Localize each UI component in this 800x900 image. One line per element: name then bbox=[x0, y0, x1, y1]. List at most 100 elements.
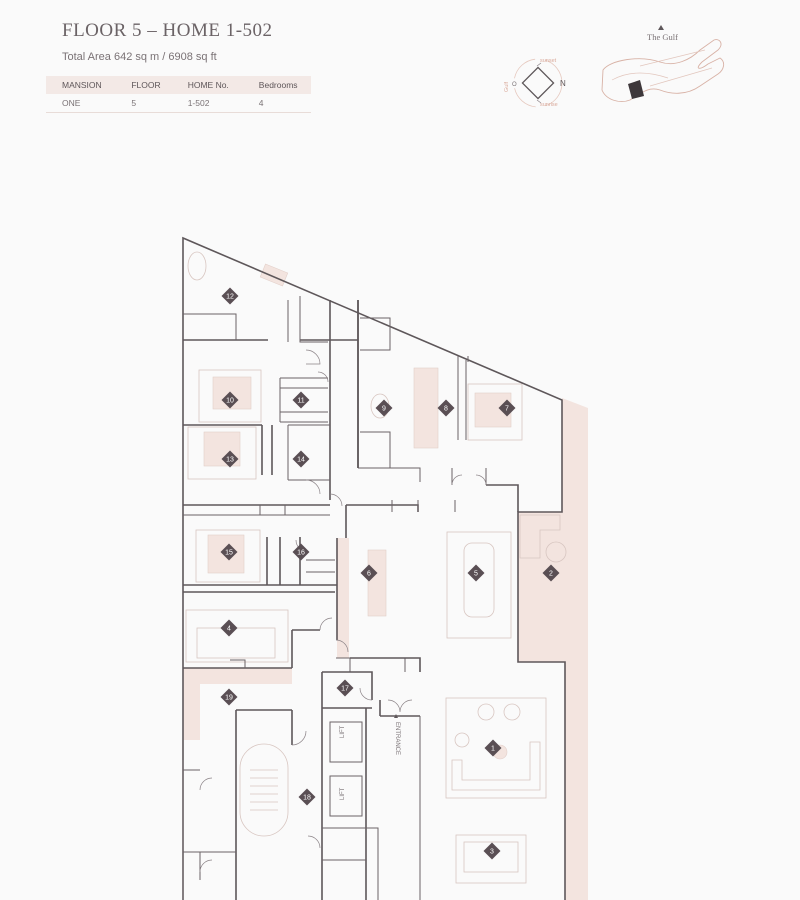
room-tag-14[interactable]: 14 bbox=[292, 450, 310, 468]
wall-kitchen-south bbox=[350, 657, 421, 672]
wall-mid-stubs bbox=[391, 500, 456, 512]
svg-text:13: 13 bbox=[226, 457, 234, 464]
specs-header-row: MANSION FLOOR HOME No. Bedrooms bbox=[46, 76, 311, 94]
armchair-1c bbox=[454, 732, 470, 748]
entrance-arrow-icon bbox=[394, 714, 398, 718]
terrace-lounger-2 bbox=[519, 514, 561, 559]
keyplan-unit-highlight bbox=[628, 80, 644, 99]
svg-text:15: 15 bbox=[225, 550, 233, 557]
furniture bbox=[185, 251, 567, 884]
door-corridor[interactable] bbox=[329, 493, 343, 507]
svg-text:14: 14 bbox=[297, 457, 305, 464]
sofa-living-1 bbox=[451, 741, 541, 791]
svg-text:12: 12 bbox=[226, 294, 234, 301]
terrace-strip-kitchen bbox=[337, 538, 349, 658]
wardrobe-11 bbox=[279, 377, 328, 423]
wall-service-west bbox=[182, 760, 236, 900]
door-11[interactable] bbox=[305, 349, 321, 365]
svg-text:18: 18 bbox=[303, 795, 311, 802]
room-tag-9[interactable]: 9 bbox=[375, 399, 393, 417]
lift-2-label: LIFT bbox=[340, 787, 346, 800]
wall-set-north-west bbox=[183, 300, 359, 500]
door-11b[interactable] bbox=[317, 371, 329, 383]
door-7[interactable] bbox=[451, 474, 487, 486]
room-tag-6[interactable]: 6 bbox=[360, 564, 378, 582]
svg-text:10: 10 bbox=[226, 398, 234, 405]
stair-treads bbox=[250, 769, 278, 811]
exterior-wall bbox=[182, 236, 566, 900]
room-tag-3[interactable]: 3 bbox=[483, 842, 501, 860]
key-plan: The Gulf bbox=[601, 25, 725, 102]
svg-text:5: 5 bbox=[474, 571, 478, 578]
gulf-arrow-icon bbox=[658, 25, 664, 30]
wall-bath-14 bbox=[287, 424, 330, 481]
compass-west-label: Gulf bbox=[504, 81, 510, 92]
rug-room-3 bbox=[455, 834, 527, 884]
total-area: Total Area 642 sq m / 6908 sq ft bbox=[62, 51, 217, 63]
door-kitchen[interactable] bbox=[335, 639, 349, 653]
room-tag-12[interactable]: 12 bbox=[221, 287, 239, 305]
room-tag-1[interactable]: 1 bbox=[484, 739, 502, 757]
terrace-room-19 bbox=[183, 668, 292, 740]
room-tag-11[interactable]: 11 bbox=[292, 391, 310, 409]
lift-2-shaft bbox=[329, 775, 363, 817]
door-14[interactable] bbox=[305, 479, 321, 495]
door-service-b[interactable] bbox=[199, 859, 213, 873]
specs-value-bedrooms: 4 bbox=[242, 94, 311, 113]
keyplan-inner-lines bbox=[611, 49, 713, 87]
door-17[interactable] bbox=[359, 687, 373, 701]
room-tag-15[interactable]: 15 bbox=[220, 543, 238, 561]
compass-sunrise-label: sunrise bbox=[540, 102, 558, 108]
rug-bedroom-13 bbox=[187, 426, 257, 480]
svg-text:11: 11 bbox=[297, 398, 304, 405]
svg-text:2: 2 bbox=[549, 571, 553, 578]
svg-text:3: 3 bbox=[490, 849, 494, 856]
svg-text:9: 9 bbox=[382, 406, 386, 413]
svg-text:4: 4 bbox=[227, 626, 231, 633]
room-tag-2[interactable]: 2 bbox=[542, 564, 560, 582]
terrace-table-2 bbox=[545, 541, 567, 563]
svg-text:19: 19 bbox=[225, 695, 233, 702]
svg-text:16: 16 bbox=[297, 550, 305, 557]
wall-entrance bbox=[365, 700, 420, 900]
compass-north-label: N bbox=[560, 79, 566, 88]
rug-living-1 bbox=[445, 697, 547, 799]
dining-table-5 bbox=[463, 542, 495, 618]
sofa-room-3 bbox=[463, 841, 519, 873]
room-tags: 12 10 11 9 8 7 13 14 15 16 6 5 2 4 17 19… bbox=[220, 287, 560, 860]
room-tag-16[interactable]: 16 bbox=[292, 543, 310, 561]
door-service[interactable] bbox=[199, 777, 213, 791]
keyplan-gulf-label: The Gulf bbox=[647, 32, 678, 42]
wall-mid-north bbox=[183, 484, 519, 538]
sofa-room-4 bbox=[196, 627, 276, 659]
door-4[interactable] bbox=[319, 617, 333, 631]
rug-bedroom-15 bbox=[195, 529, 261, 583]
door-18[interactable] bbox=[291, 730, 307, 746]
room-tag-18[interactable]: 18 bbox=[298, 788, 316, 806]
wall-bath-16 bbox=[306, 559, 335, 573]
dresser-8 bbox=[413, 367, 439, 449]
rug-room-4 bbox=[185, 609, 289, 663]
room-tag-19[interactable]: 19 bbox=[220, 688, 238, 706]
wall-core bbox=[235, 671, 373, 900]
specs-header-floor: FLOOR bbox=[115, 76, 172, 94]
armchair-1a bbox=[477, 703, 495, 721]
room-tag-8[interactable]: 8 bbox=[437, 399, 455, 417]
room-tag-17[interactable]: 17 bbox=[336, 679, 354, 697]
svg-text:6: 6 bbox=[367, 571, 371, 578]
door-core[interactable] bbox=[307, 835, 321, 849]
wall-core-south bbox=[322, 827, 379, 900]
door-entrance[interactable] bbox=[387, 699, 413, 713]
rug-dining-5 bbox=[446, 531, 512, 639]
room-tag-4[interactable]: 4 bbox=[220, 619, 238, 637]
specs-value-home: 1-502 bbox=[171, 94, 243, 113]
compass-diamond bbox=[521, 66, 555, 100]
terraces bbox=[183, 398, 588, 900]
stair-core-18 bbox=[239, 743, 289, 837]
wall-bedroom-15 bbox=[183, 537, 338, 640]
specs-header-mansion: MANSION bbox=[46, 76, 116, 94]
rug-bedroom-7 bbox=[467, 383, 523, 441]
specs-value-floor: 5 bbox=[115, 94, 172, 113]
room-tag-5[interactable]: 5 bbox=[467, 564, 485, 582]
